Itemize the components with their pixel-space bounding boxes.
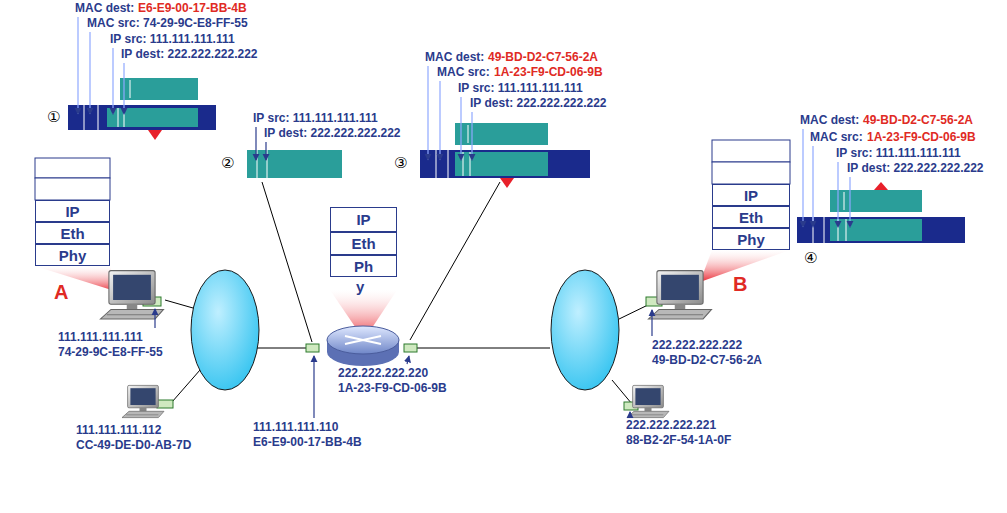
address-label: 222.222.222.221 (626, 418, 716, 432)
address-label: IP src: 111.111.111.111 (836, 146, 961, 160)
protocol-layer-box: IP (330, 207, 397, 232)
address-label: 111.111.111.112 (76, 423, 161, 437)
address-label: MAC dest: (800, 113, 859, 127)
address-label: IP src: 111.111.111.111 (110, 32, 235, 46)
address-label: MAC dest: (425, 50, 484, 64)
layer-name: Ph (354, 258, 373, 275)
layer-name: Phy (59, 247, 87, 264)
address-label: 49-BD-D2-C7-56-2A (652, 353, 762, 367)
address-label: 222.222.222.220 (338, 366, 428, 380)
address-label: 88-B2-2F-54-1A-0F (626, 433, 731, 447)
layer-name: IP (744, 187, 758, 204)
address-label: IP src: 111.111.111.111 (458, 81, 583, 95)
protocol-layer-box: Ph (330, 255, 397, 277)
address-label: 1A-23-F9-CD-06-9B (338, 381, 447, 395)
address-label: IP dest: 222.222.222.222 (470, 96, 607, 110)
callout-number: ① (47, 109, 60, 125)
layer-name: Eth (60, 225, 84, 242)
address-label: MAC src: (437, 65, 490, 79)
protocol-layer-box: Eth (330, 232, 397, 255)
address-label: 74-29-9C-E8-FF-55 (58, 345, 163, 359)
mac-address-highlight: 49-BD-D2-C7-56-2A (488, 50, 598, 64)
protocol-layer-box: Eth (35, 222, 110, 244)
layer-name: IP (65, 203, 79, 220)
address-label: IP dest: 222.222.222.222 (264, 126, 401, 140)
address-label: CC-49-DE-D0-AB-7D (76, 438, 191, 452)
layer-name: Phy (737, 231, 765, 248)
layer-name: IP (356, 211, 370, 228)
protocol-layer-box: Phy (712, 228, 790, 250)
address-label: MAC src: 74-29-9C-E8-FF-55 (87, 16, 248, 30)
address-label: 222.222.222.222 (652, 338, 742, 352)
protocol-layer-box: Phy (35, 244, 110, 266)
mac-address-highlight: E6-E9-00-17-BB-4B (138, 1, 247, 15)
address-label: IP dest: 222.222.222.222 (847, 161, 984, 175)
layer-name: Eth (351, 235, 375, 252)
host-name: B (733, 273, 747, 295)
address-label: 111.111.111.111 (58, 330, 143, 344)
callout-number: ② (221, 155, 234, 171)
address-label: E6-E9-00-17-BB-4B (253, 435, 362, 449)
mac-address-highlight: 1A-23-F9-CD-06-9B (494, 65, 603, 79)
layer-name: Eth (739, 209, 763, 226)
address-label: MAC src: (810, 130, 863, 144)
mac-address-highlight: 49-BD-D2-C7-56-2A (863, 113, 973, 127)
callout-number: ④ (804, 250, 817, 266)
mac-address-highlight: 1A-23-F9-CD-06-9B (867, 130, 976, 144)
layer-name: y (356, 278, 364, 295)
address-label: 111.111.111.110 (253, 420, 338, 434)
protocol-layer-box: Eth (712, 206, 790, 228)
address-label: IP dest: 222.222.222.222 (121, 47, 258, 61)
protocol-layer-box: IP (712, 184, 790, 206)
address-label: IP src: 111.111.111.111 (253, 111, 378, 125)
address-label: MAC dest: (75, 1, 134, 15)
host-name: A (54, 281, 68, 303)
callout-number: ③ (394, 155, 407, 171)
protocol-layer-box: IP (35, 200, 110, 222)
